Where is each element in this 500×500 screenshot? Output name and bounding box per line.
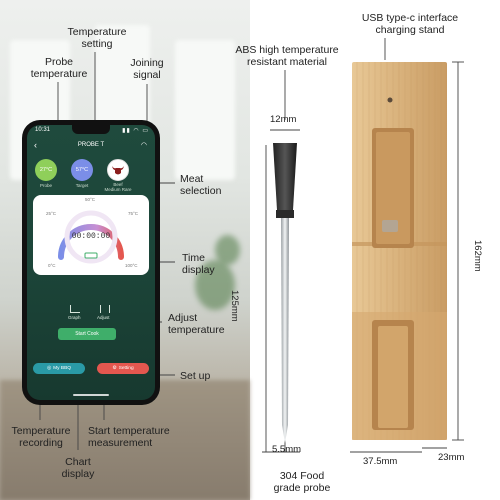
probe-tip-dimension: 5.5mm (272, 444, 302, 455)
label-set-up: Set up (180, 370, 211, 382)
smartphone: 10:31 ▮▮ ◠ ▭ ‹ PROBE T ◠ 27°C Probe 57°C… (22, 120, 160, 405)
gauge-label-25: 25°C (46, 211, 57, 216)
probe-caption: Probe (39, 183, 52, 188)
stand-depth-dimension: 23mm (438, 452, 465, 463)
status-icons: ▮▮ ◠ ▭ (122, 128, 149, 134)
start-cook-button[interactable]: Start Cook (58, 328, 116, 340)
bull-icon (112, 166, 124, 175)
graph-caption: Graph (68, 315, 81, 320)
wifi-signal-icon: ◠ (140, 142, 147, 149)
temperature-gauge-card: 50°C 25°C 75°C 0°C 100°C 00:00:00 (33, 195, 149, 275)
graph-icon[interactable] (70, 305, 80, 313)
probe-width-dimension: 12mm (270, 114, 297, 125)
temperature-gauge (58, 210, 124, 264)
gauge-label-100: 100°C (125, 263, 138, 268)
my-bbq-button[interactable]: ◎My BBQ (33, 363, 85, 374)
setting-button[interactable]: ⚙Setting (97, 363, 149, 374)
bbq-icon: ◎ (46, 366, 52, 371)
stand-height-dimension: 162mm (472, 240, 483, 272)
adjust-caption: Adjust (97, 315, 110, 320)
gauge-label-50: 50°C (85, 197, 96, 202)
timer-display: 00:00:00 (71, 232, 111, 241)
gauge-label-0: 0°C (48, 263, 56, 268)
home-indicator (73, 394, 109, 396)
app-screen: 10:31 ▮▮ ◠ ▭ ‹ PROBE T ◠ 27°C Probe 57°C… (27, 125, 155, 400)
gauge-label-75: 75°C (128, 211, 139, 216)
adjust-icon[interactable] (100, 305, 110, 313)
target-temperature-button[interactable]: 57°C (71, 159, 93, 181)
target-caption: Target (75, 183, 89, 188)
app-title: PROBE T (77, 142, 105, 148)
status-time: 10:31 (35, 127, 51, 133)
back-icon[interactable]: ‹ (34, 140, 37, 150)
probe-temperature-button[interactable]: 27°C (35, 159, 57, 181)
gear-icon: ⚙ (112, 366, 117, 371)
meat-selection-button[interactable] (107, 159, 129, 181)
phone-notch (72, 125, 110, 134)
stand-width-dimension: 37.5mm (363, 456, 398, 467)
